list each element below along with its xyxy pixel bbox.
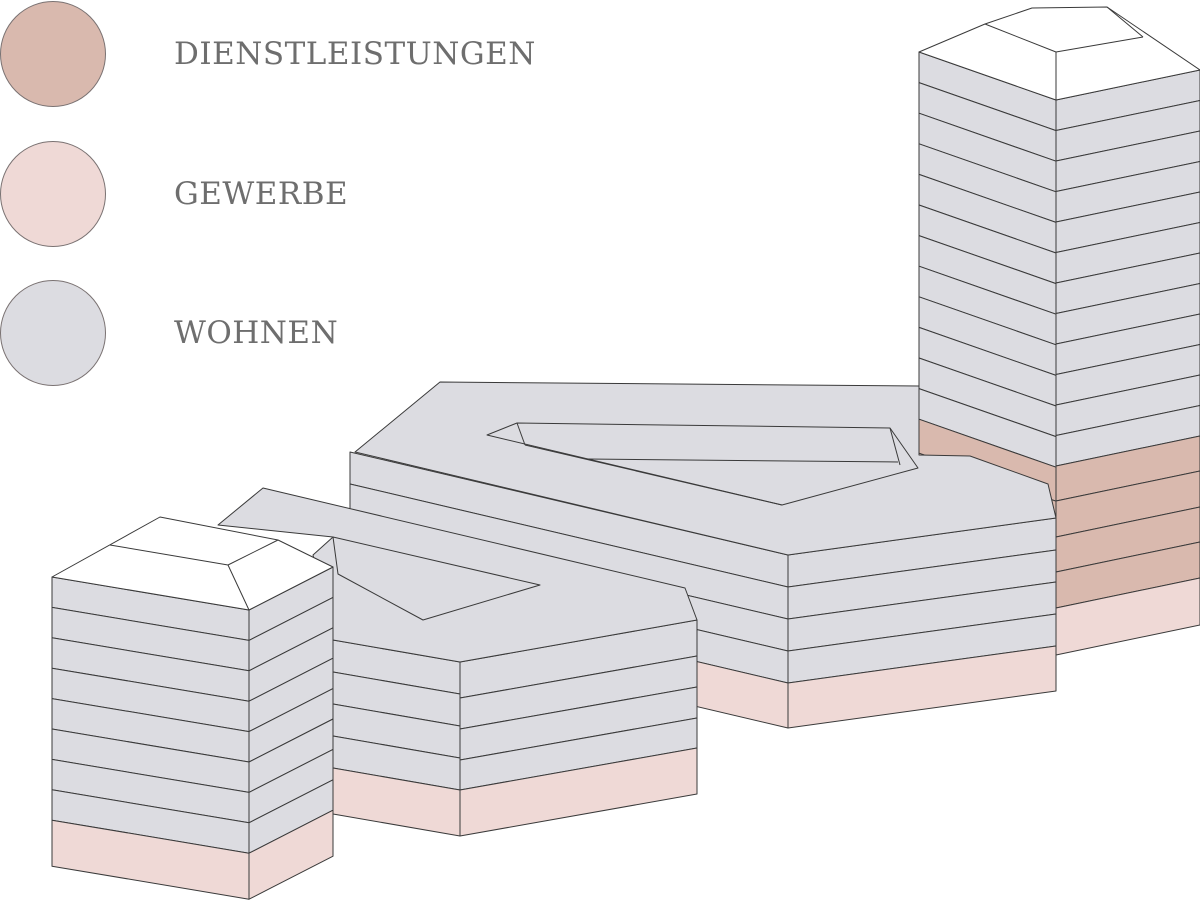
roof-ridge bbox=[227, 539, 279, 566]
legend-item-wohnen: WOHNEN bbox=[0, 280, 338, 386]
second-block-courtyard bbox=[332, 536, 541, 621]
tower-right-face-floor bbox=[1055, 130, 1200, 192]
tower-right-face-floor bbox=[1055, 222, 1200, 284]
roof-ridge bbox=[109, 544, 229, 566]
tower-right-face-floor bbox=[1055, 344, 1200, 406]
small-building-roof bbox=[51, 516, 334, 611]
roof-ridge bbox=[1106, 6, 1144, 38]
roof-ridge bbox=[1055, 36, 1144, 53]
tower-right-face-floor bbox=[1055, 313, 1200, 375]
legend-label: WOHNEN bbox=[174, 315, 339, 351]
roof-ridge bbox=[227, 564, 250, 611]
roof-ridge bbox=[984, 23, 1057, 53]
tower-right-face-floor bbox=[1055, 252, 1200, 314]
tower-right-face-floor bbox=[1055, 405, 1200, 467]
legend-item-gewerbe: GEWERBE bbox=[0, 141, 348, 247]
courtyard-edge bbox=[524, 444, 783, 506]
tower-right-face-floor bbox=[1055, 191, 1200, 253]
courtyard-edge bbox=[889, 427, 901, 466]
legend-item-dienstleistungen: DIENSTLEISTUNGEN bbox=[0, 1, 535, 107]
tower-right-face-floor bbox=[1055, 283, 1200, 345]
tower-right-face-floor bbox=[1055, 435, 1200, 502]
swatch-dienstleistungen bbox=[0, 1, 106, 107]
tower-right-face-floor bbox=[1055, 161, 1200, 223]
swatch-gewerbe bbox=[0, 141, 106, 247]
swatch-wohnen bbox=[0, 280, 106, 386]
middle-block-right-face-floor bbox=[787, 645, 1057, 729]
small-building-right-face-floor bbox=[248, 809, 334, 900]
courtyard-edge bbox=[586, 458, 899, 463]
legend-label: DIENSTLEISTUNGEN bbox=[174, 36, 536, 72]
courtyard-edge bbox=[516, 422, 526, 446]
legend-label: GEWERBE bbox=[174, 176, 349, 212]
tower-right-face-floor bbox=[1055, 100, 1200, 162]
second-block-right-face-floor bbox=[459, 747, 698, 837]
tower-right-face-floor bbox=[1055, 374, 1200, 436]
